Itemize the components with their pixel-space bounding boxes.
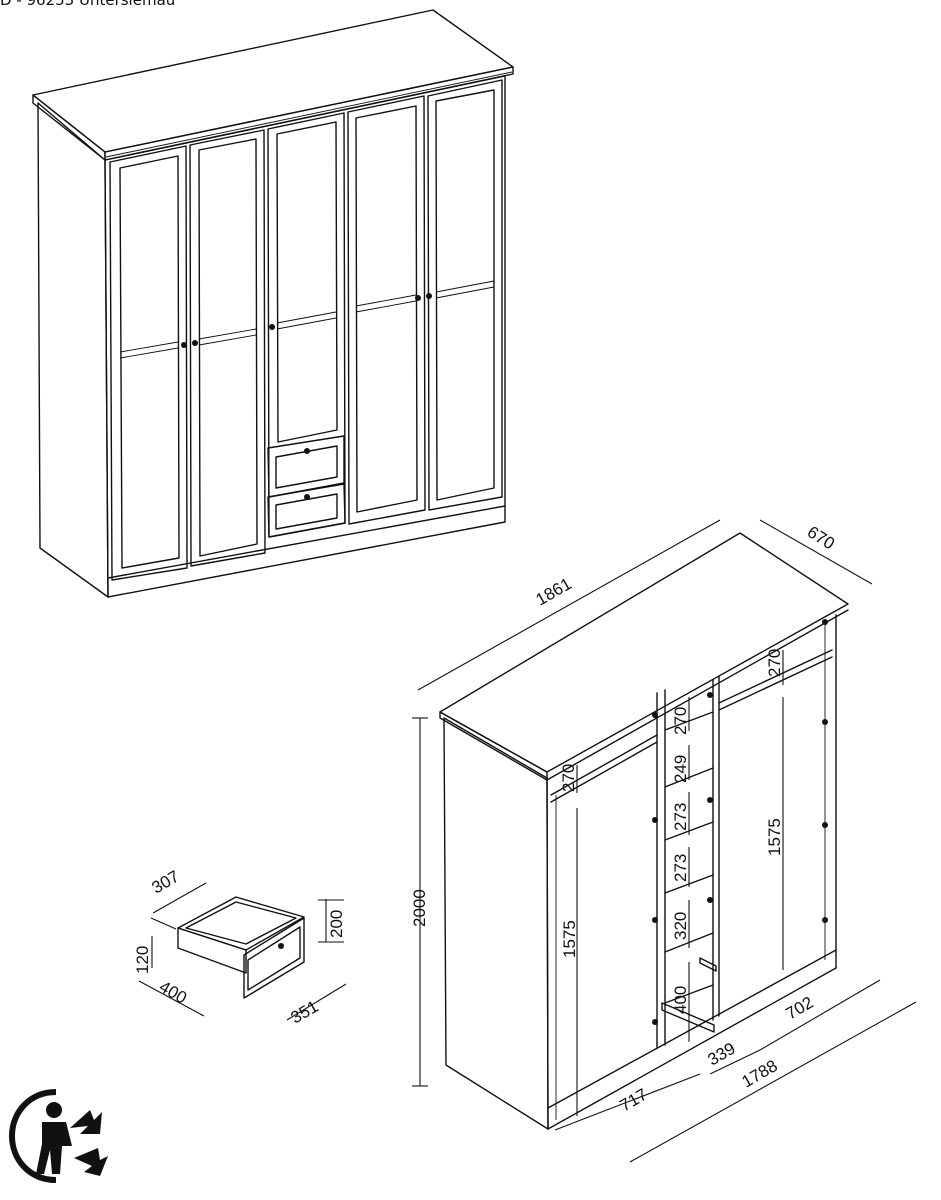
left-hanging-label: 1575 bbox=[560, 920, 579, 958]
knob-icon bbox=[304, 448, 310, 454]
drawer-width-label: 400 bbox=[156, 977, 190, 1008]
drawer-height-outer-label: 200 bbox=[327, 910, 346, 938]
drawer-drawing bbox=[138, 882, 347, 1021]
knob-icon bbox=[181, 342, 187, 348]
right-hanging-label: 1575 bbox=[765, 818, 784, 856]
knob-icon bbox=[304, 494, 310, 500]
width-label: 1861 bbox=[533, 574, 575, 609]
shelf-6-label: 400 bbox=[671, 986, 690, 1014]
drawer-depth-label: 307 bbox=[149, 867, 183, 898]
knob-icon bbox=[415, 295, 421, 301]
knob-icon bbox=[192, 340, 198, 346]
knob-icon bbox=[426, 293, 432, 299]
right-top-label: 270 bbox=[765, 649, 784, 677]
recycling-person-icon bbox=[8, 1089, 108, 1183]
left-top-label: 270 bbox=[559, 764, 578, 792]
depth-label: 670 bbox=[804, 522, 838, 553]
knob-icon bbox=[269, 324, 275, 330]
knob-icon bbox=[278, 943, 284, 949]
shelf-1-label: 270 bbox=[671, 707, 690, 735]
middle-section-label: 339 bbox=[705, 1039, 739, 1070]
shelf-4-label: 273 bbox=[671, 854, 690, 882]
wardrobe-perspective bbox=[32, 9, 514, 598]
height-label: 2000 bbox=[410, 889, 429, 927]
open-wardrobe-drawing bbox=[412, 519, 917, 1163]
right-section-label: 702 bbox=[783, 993, 817, 1024]
inner-width-label: 1788 bbox=[739, 1056, 781, 1091]
dimension-labels: 1861 670 2000 1788 717 339 702 270 1575 … bbox=[133, 522, 838, 1115]
left-section-label: 717 bbox=[617, 1085, 651, 1116]
shelf-2-label: 249 bbox=[671, 755, 690, 783]
drawer-height-inner-label: 120 bbox=[133, 946, 152, 974]
header-address: D - 96253 Untersiemau bbox=[0, 0, 176, 9]
shelf-5-label: 320 bbox=[671, 912, 690, 940]
shelf-3-label: 273 bbox=[671, 803, 690, 831]
